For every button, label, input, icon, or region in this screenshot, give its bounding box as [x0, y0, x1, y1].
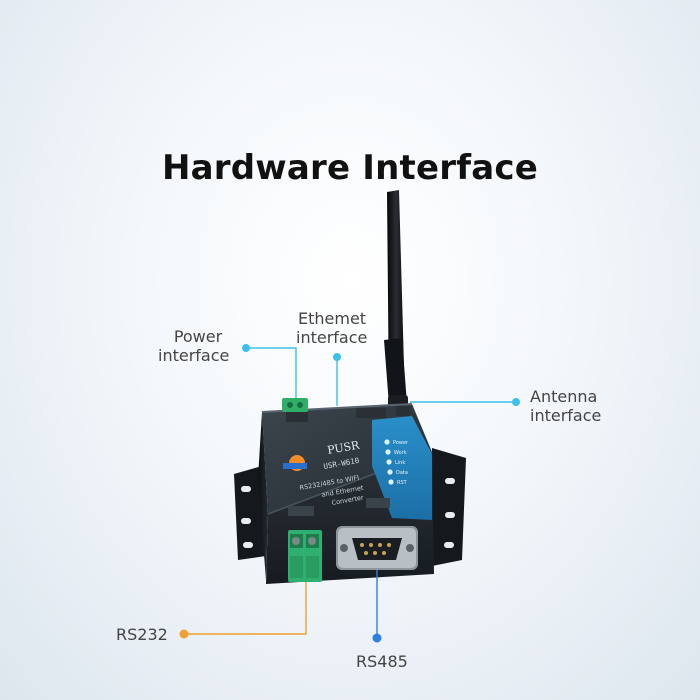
led-indicator [388, 479, 394, 485]
power-interface-label: Power [168, 327, 228, 346]
rs232-label: RS232 [116, 625, 168, 644]
led-indicator [387, 469, 393, 475]
power-label-line1: Power [173, 327, 223, 346]
led-label: RST [397, 480, 408, 486]
antenna [384, 190, 408, 409]
callout-rs485-line [372, 570, 382, 643]
rs485-label: RS485 [356, 652, 408, 671]
callout-ethernet-line [333, 353, 341, 406]
led-indicator [385, 449, 391, 455]
callout-power-line [242, 344, 297, 398]
antenna-interface-label-line1: Antenna [530, 387, 598, 406]
device-brand: PUSR [326, 438, 361, 457]
led-indicator [384, 439, 390, 445]
callout-rs232-line [179, 582, 307, 639]
power-interface-label-line2: interface [158, 346, 230, 365]
led-indicator [386, 459, 392, 465]
ethernet-interface-label-line1: Ethemet [298, 309, 367, 328]
led-label: Link [395, 460, 405, 466]
callout-antenna-line [410, 398, 520, 406]
ethernet-interface-label-line2: interface [296, 328, 368, 347]
led-label: Work [394, 450, 407, 456]
led-indicator-group: Power Work Link Data RST [384, 439, 409, 486]
rs485-db9-connector [336, 526, 418, 570]
rs232-terminal-block [288, 530, 322, 582]
antenna-interface-label-line2: interface [530, 406, 602, 425]
brand-logo-icon [283, 455, 307, 471]
power-terminal [282, 398, 308, 412]
mounting-bracket-left [234, 466, 266, 560]
led-label: Power [393, 440, 409, 446]
mounting-bracket-right [432, 448, 466, 566]
led-label: Data [396, 470, 408, 476]
page-title: Hardware Interface [161, 148, 538, 188]
